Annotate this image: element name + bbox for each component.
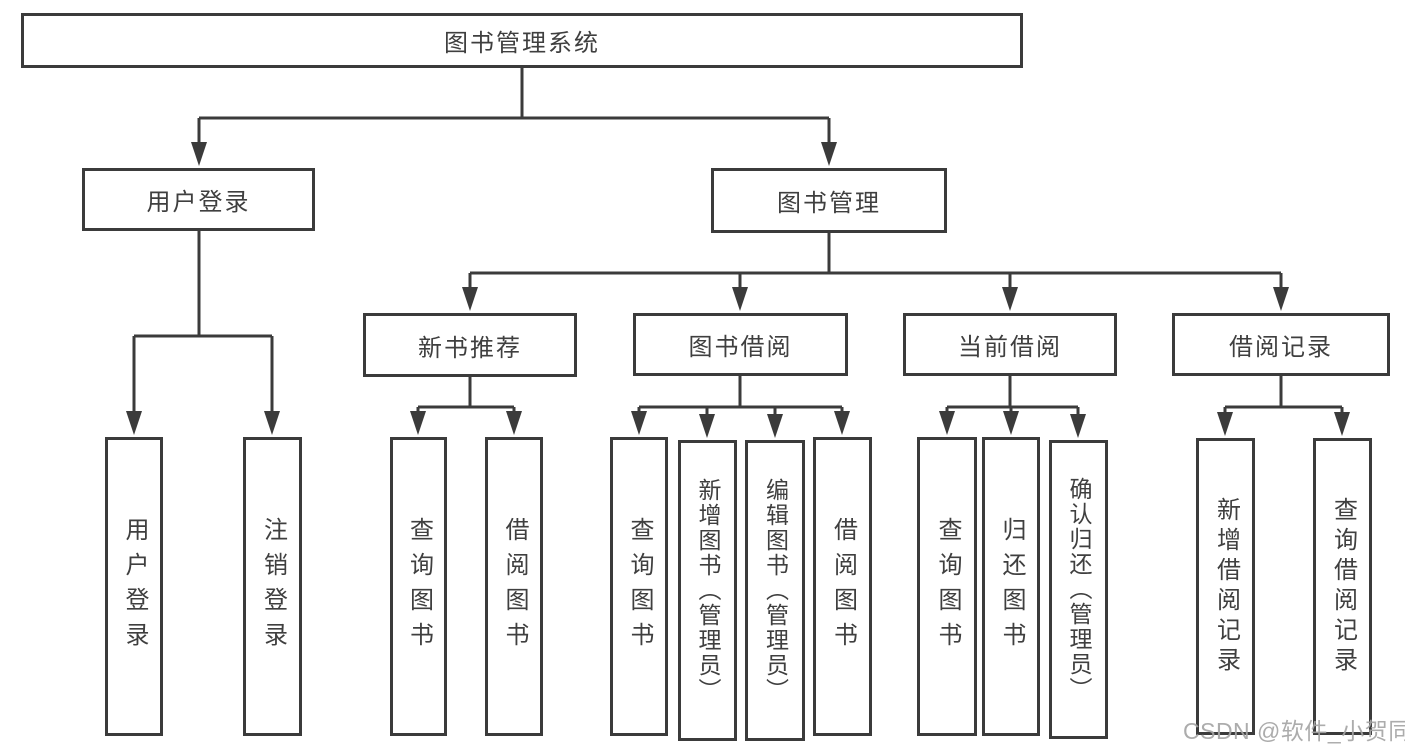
leaf-query-books-current: 查询图书 (917, 437, 977, 736)
connector-book-mgmt-branch (468, 233, 1283, 289)
leaf-add-borrow-record: 新增借阅记录 (1196, 438, 1255, 735)
node-borrowing-records: 借阅记录 (1172, 313, 1390, 376)
leaf-user-login: 用户登录 (105, 437, 163, 736)
leaf-confirm-return-admin: 确认归还（管理员） (1049, 440, 1108, 739)
leaf-logout: 注销登录 (243, 437, 302, 736)
leaf-return-book: 归还图书 (982, 437, 1040, 736)
connector-book-borrow-branch (637, 376, 844, 416)
node-book-management: 图书管理 (711, 168, 947, 233)
leaf-add-book-admin: 新增图书（管理员） (678, 440, 737, 741)
csdn-watermark: CSDN @软件_小贺同学 (1183, 718, 1405, 744)
leaf-query-books-borrow: 查询图书 (610, 437, 668, 736)
leaf-query-borrow-record: 查询借阅记录 (1313, 438, 1372, 735)
leaf-edit-book-admin: 编辑图书（管理员） (745, 440, 805, 741)
leaf-borrow-books: 借阅图书 (813, 437, 872, 736)
node-new-book-recommendation: 新书推荐 (363, 313, 577, 377)
connector-borrow-records-branch (1223, 376, 1344, 414)
node-book-borrowing: 图书借阅 (633, 313, 848, 376)
node-library-management-system: 图书管理系统 (21, 13, 1023, 68)
connector-current-borrow-branch (945, 376, 1080, 416)
connector-new-book-branch (416, 377, 516, 413)
arrowheads (126, 142, 1350, 438)
leaf-borrow-books-recommend: 借阅图书 (485, 437, 543, 736)
node-current-borrowing: 当前借阅 (903, 313, 1117, 376)
connector-root-to-level2 (197, 68, 831, 144)
node-user-login: 用户登录 (82, 168, 315, 231)
connector-user-login-branch (132, 231, 274, 413)
leaf-query-books-recommend: 查询图书 (390, 437, 447, 736)
